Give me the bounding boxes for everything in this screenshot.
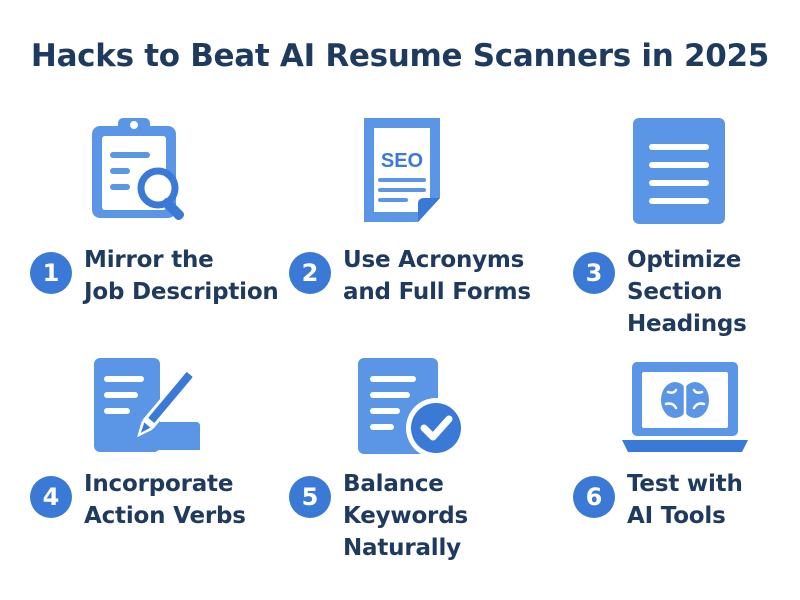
step-badge: 4 xyxy=(30,476,72,518)
step-badge: 2 xyxy=(289,252,331,294)
seo-icon-text: SEO xyxy=(381,150,423,172)
hack-item-4: 4 Incorporate Action Verbs xyxy=(30,468,246,532)
hack-label-line: Use Acronyms xyxy=(343,247,525,273)
hack-item-1: 1 Mirror the Job Description xyxy=(30,244,279,308)
step-badge: 3 xyxy=(573,252,615,294)
hack-label: Test with AI Tools xyxy=(627,468,743,532)
hack-label: Balance Keywords Naturally xyxy=(343,468,468,564)
hack-label: Optimize Section Headings xyxy=(627,244,747,340)
document-lines-icon xyxy=(631,116,727,226)
hack-item-3: 3 Optimize Section Headings xyxy=(573,244,747,340)
laptop-brain-icon xyxy=(620,360,750,456)
hack-label-line: Keywords xyxy=(343,503,468,529)
document-pen-icon xyxy=(92,356,204,456)
hack-label-line: AI Tools xyxy=(627,503,726,529)
hack-label-line: Job Description xyxy=(84,279,279,305)
hack-item-5: 5 Balance Keywords Naturally xyxy=(289,468,468,564)
hack-label-line: Action Verbs xyxy=(84,503,246,529)
step-badge: 1 xyxy=(30,252,72,294)
hack-label-line: Mirror the xyxy=(84,247,214,273)
hack-label-line: Incorporate xyxy=(84,471,234,497)
hack-label: Use Acronyms and Full Forms xyxy=(343,244,531,308)
page-title: Hacks to Beat AI Resume Scanners in 2025 xyxy=(30,38,770,74)
hack-label-line: Section xyxy=(627,279,723,305)
clipboard-search-icon xyxy=(88,114,198,224)
hack-label-line: Test with xyxy=(627,471,743,497)
hack-label-line: Optimize xyxy=(627,247,742,273)
hack-label: Mirror the Job Description xyxy=(84,244,279,308)
document-check-icon xyxy=(356,356,468,460)
hack-label-line: Balance xyxy=(343,471,444,497)
hack-label-line: Headings xyxy=(627,311,747,337)
hack-label-line: Naturally xyxy=(343,535,461,561)
hack-item-2: 2 Use Acronyms and Full Forms xyxy=(289,244,531,308)
hack-label-line: and Full Forms xyxy=(343,279,531,305)
step-badge: 6 xyxy=(573,476,615,518)
hack-label: Incorporate Action Verbs xyxy=(84,468,246,532)
seo-document-icon: SEO xyxy=(360,114,446,226)
hack-item-6: 6 Test with AI Tools xyxy=(573,468,743,532)
step-badge: 5 xyxy=(289,476,331,518)
